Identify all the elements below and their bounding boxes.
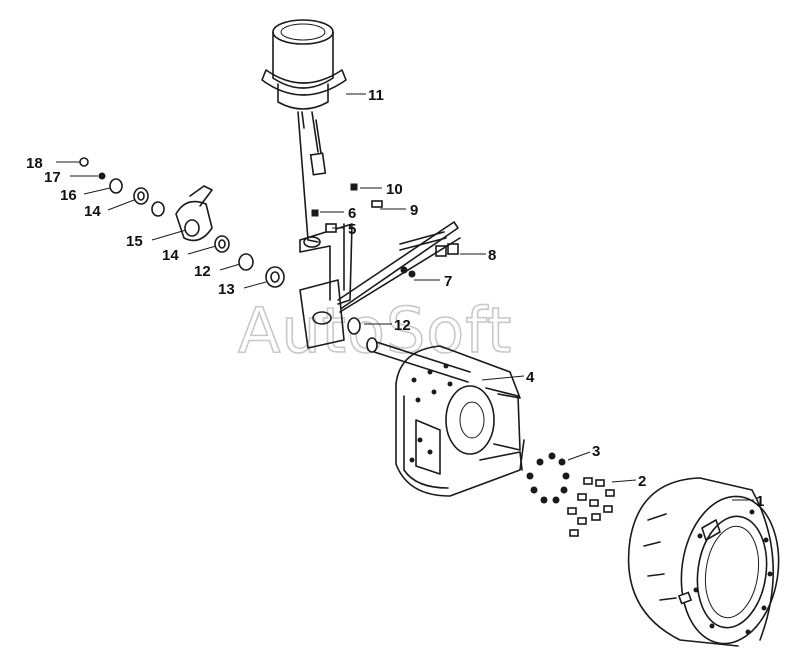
- brake-shoe-drawing: [395, 345, 525, 497]
- bracket-hardware: [311, 183, 459, 278]
- callout-6: 6: [348, 205, 356, 222]
- callout-8: 8: [488, 247, 496, 264]
- callout-12-lower: 12: [394, 317, 411, 334]
- callout-2: 2: [638, 473, 646, 490]
- callout-15: 15: [126, 233, 143, 250]
- callout-14: 14: [84, 203, 101, 220]
- nut-ring-drawing: [526, 452, 570, 504]
- drum-bolts-drawing: [567, 477, 615, 537]
- callout-12: 12: [194, 263, 211, 280]
- leader-lines: [56, 93, 754, 501]
- callout-9: 9: [410, 202, 418, 219]
- camshaft-drawing: [299, 221, 471, 383]
- callout-7: 7: [444, 273, 452, 290]
- callout-3: 3: [592, 443, 600, 460]
- callout-18: 18: [26, 155, 43, 172]
- callout-1: 1: [756, 493, 764, 510]
- actuator-bracket-drawing: [297, 111, 353, 305]
- callout-4: 4: [526, 369, 535, 386]
- brake-chamber-drawing: [261, 19, 347, 176]
- callout-5: 5: [348, 221, 356, 238]
- callout-16: 16: [60, 187, 77, 204]
- callout-10: 10: [386, 181, 403, 198]
- callout-11: 11: [368, 87, 384, 104]
- callout-14-lower: 14: [162, 247, 179, 264]
- callout-labels: 11 10 9 6 5 8 7 4 12 3 2 1 18 17 16 14 1…: [26, 87, 764, 510]
- callout-17: 17: [44, 169, 61, 186]
- callout-13: 13: [218, 281, 235, 298]
- left-hardware-stack: [79, 157, 361, 335]
- brake-drum-drawing: [627, 477, 780, 647]
- watermark: AutoSoft: [238, 294, 512, 367]
